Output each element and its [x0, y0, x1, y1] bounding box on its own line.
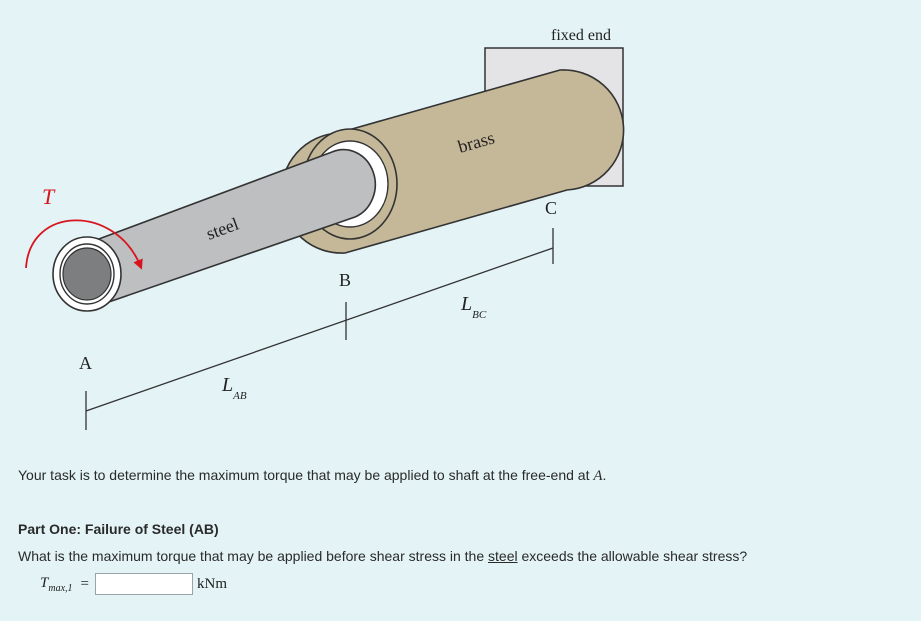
length-BC-label: LBC [460, 293, 487, 321]
length-AB-label: LAB [221, 374, 247, 402]
steel-core [62, 247, 112, 301]
point-B-label: B [339, 270, 351, 290]
shaft-diagram: fixed end brass steel T A B C LAB LBC [25, 27, 625, 430]
torque-label: T [42, 184, 56, 209]
task-period: . [602, 467, 607, 483]
part-one-question: What is the maximum torque that may be a… [18, 548, 747, 564]
dimension-line [85, 247, 554, 412]
task-var-A: A [593, 468, 603, 484]
question-underlined-steel: steel [488, 548, 518, 564]
question-text-before: What is the maximum torque that may be a… [18, 548, 489, 564]
point-C-label: C [545, 198, 557, 218]
unit-label: kNm [196, 575, 227, 592]
part-one-title: Part One: Failure of Steel (AB) [18, 521, 219, 537]
fixed-end-label: fixed end [551, 27, 611, 44]
answer-row: Tmax,1 = kNm [40, 573, 227, 595]
answer-subscript: max,1 [48, 582, 73, 594]
answer-symbol: T [40, 574, 49, 591]
task-text: Your task is to determine the maximum to… [18, 467, 594, 483]
point-A-label: A [79, 353, 92, 373]
question-text-after: exceeds the allowable shear stress? [517, 548, 748, 564]
equals-sign: = [80, 575, 89, 592]
task-statement: Your task is to determine the maximum to… [18, 467, 606, 485]
answer-label: Tmax,1 [40, 575, 73, 594]
torque-arrow [25, 219, 143, 270]
tmax-answer-input[interactable] [94, 573, 193, 595]
